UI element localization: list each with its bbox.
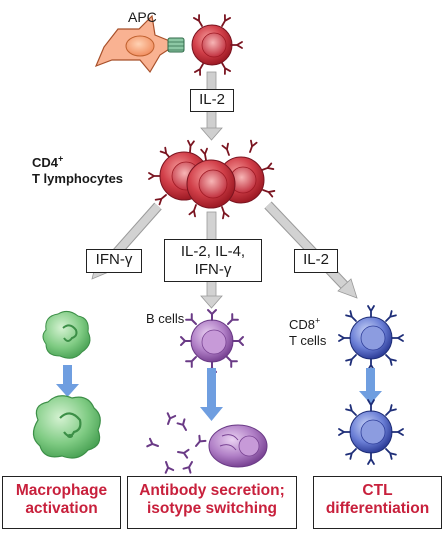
outcome-antibody-line1: Antibody secretion; (139, 482, 285, 499)
arrow-macrophage-activation (56, 365, 79, 397)
cd4-label-line2: T lymphocytes (32, 171, 124, 186)
outcome-ctl-line2: differentiation (325, 500, 430, 517)
macrophage-activated (32, 395, 101, 459)
cd8-sup: + (315, 315, 321, 326)
apc-label: APC (128, 9, 157, 25)
outcome-macrophage-line1: Macrophage (15, 482, 108, 499)
cd8-label-line2: T cells (289, 333, 327, 348)
mid-cytokine-line1: IL-2, IL-4, (180, 243, 246, 260)
outcome-macrophage-line2: activation (25, 500, 98, 517)
outcome-ctl-box: CTL differentiation (313, 476, 442, 529)
secreted-antibodies (146, 412, 207, 474)
ifn-left-box: IFN-γ (86, 249, 142, 273)
mid-cytokine-line2: IFN-γ (194, 261, 232, 278)
arrow-ctl-differentiation (359, 368, 382, 404)
plasma-cell (208, 424, 268, 468)
il2-right-label: IL-2 (303, 251, 329, 268)
cd4-label-line1: CD4 (32, 155, 59, 170)
arrow-antibody-secretion (200, 368, 223, 421)
cd4-t-lymphocyte-cluster (148, 139, 276, 220)
il2-right-box: IL-2 (294, 249, 338, 273)
outcome-macrophage-box: Macrophage activation (2, 476, 121, 529)
outcome-antibody-box: Antibody secretion; isotype switching (127, 476, 297, 529)
cd8-t-cell (338, 305, 404, 371)
naive-t-cell (191, 14, 243, 76)
b-cell (180, 309, 244, 373)
apc-cell (94, 14, 179, 74)
ctl-cell (338, 399, 404, 465)
il2-top-box: IL-2 (190, 89, 234, 112)
cd4-sup: + (58, 153, 64, 164)
mid-cytokine-box: IL-2, IL-4, IFN-γ (164, 239, 262, 282)
ifn-left-label: IFN-γ (95, 251, 133, 268)
macrophage-small (42, 310, 91, 359)
cd8-label: CD8+ T cells (289, 315, 327, 349)
il2-top-label: IL-2 (199, 91, 225, 108)
outcome-ctl-line1: CTL (362, 482, 393, 499)
mhc-tcr-interface (167, 37, 185, 53)
outcome-antibody-line2: isotype switching (146, 500, 278, 517)
cd4-label: CD4+ T lymphocytes (32, 153, 124, 187)
cd8-label-line1: CD8 (289, 317, 316, 332)
b-cells-label: B cells (146, 311, 185, 326)
